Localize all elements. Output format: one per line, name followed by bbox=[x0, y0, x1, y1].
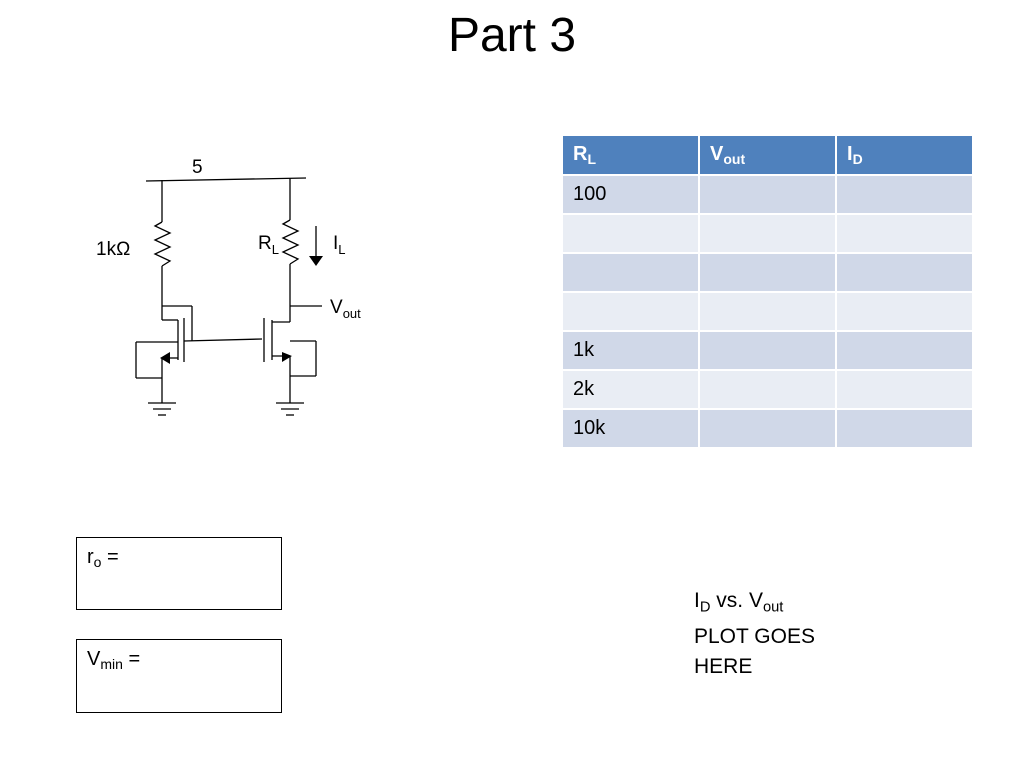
supply-label: 5 bbox=[192, 157, 203, 178]
cell-vout[interactable] bbox=[700, 293, 835, 330]
resistor-right bbox=[281, 219, 300, 265]
header-id: ID bbox=[837, 136, 972, 174]
table-row bbox=[563, 293, 972, 330]
cell-vout[interactable] bbox=[700, 215, 835, 252]
output-label: Vout bbox=[330, 297, 361, 321]
header-vout: Vout bbox=[700, 136, 835, 174]
cell-vout[interactable] bbox=[700, 410, 835, 447]
ro-answer-box[interactable]: ro = bbox=[76, 537, 282, 610]
vmin-answer-box[interactable]: Vmin = bbox=[76, 639, 282, 713]
supply-rail bbox=[145, 177, 307, 182]
resistor-right-label: RL bbox=[258, 233, 279, 257]
cell-id[interactable] bbox=[837, 371, 972, 408]
table-row: 10k bbox=[563, 410, 972, 447]
table-header-row: RL Vout ID bbox=[563, 136, 972, 174]
slide-title: Part 3 bbox=[447, 9, 577, 62]
cell-vout[interactable] bbox=[700, 254, 835, 291]
current-arrow-head bbox=[309, 256, 323, 266]
plot-note-line3: HERE bbox=[694, 655, 753, 679]
table-row: 1k bbox=[563, 332, 972, 369]
cell-rl[interactable]: 100 bbox=[563, 176, 698, 213]
current-label: IL bbox=[333, 233, 346, 257]
resistor-left bbox=[153, 221, 172, 267]
table-row bbox=[563, 215, 972, 252]
cell-rl[interactable]: 2k bbox=[563, 371, 698, 408]
circuit-diagram: 5 1kΩ RL IL Vout bbox=[96, 157, 361, 416]
plot-placeholder-note: ID vs. Vout PLOT GOES HERE bbox=[694, 586, 815, 682]
cell-rl[interactable] bbox=[563, 254, 698, 291]
cell-vout[interactable] bbox=[700, 371, 835, 408]
table-row bbox=[563, 254, 972, 291]
resistor-left-label: 1kΩ bbox=[96, 239, 130, 260]
cell-id[interactable] bbox=[837, 410, 972, 447]
cell-vout[interactable] bbox=[700, 176, 835, 213]
cell-id[interactable] bbox=[837, 293, 972, 330]
vmin-label: Vmin = bbox=[87, 648, 141, 673]
plot-note-line1: ID vs. Vout bbox=[694, 589, 784, 616]
ro-label: ro = bbox=[87, 546, 119, 571]
cell-rl[interactable]: 10k bbox=[563, 410, 698, 447]
cell-rl[interactable]: 1k bbox=[563, 332, 698, 369]
table-row: 100 bbox=[563, 176, 972, 213]
cell-vout[interactable] bbox=[700, 332, 835, 369]
cell-id[interactable] bbox=[837, 176, 972, 213]
cell-id[interactable] bbox=[837, 254, 972, 291]
cell-id[interactable] bbox=[837, 332, 972, 369]
cell-rl[interactable] bbox=[563, 215, 698, 252]
header-rl: RL bbox=[563, 136, 698, 174]
cell-rl[interactable] bbox=[563, 293, 698, 330]
table-row: 2k bbox=[563, 371, 972, 408]
results-table: RL Vout ID 100 1k bbox=[561, 134, 974, 449]
plot-note-line2: PLOT GOES bbox=[694, 625, 815, 649]
cell-id[interactable] bbox=[837, 215, 972, 252]
